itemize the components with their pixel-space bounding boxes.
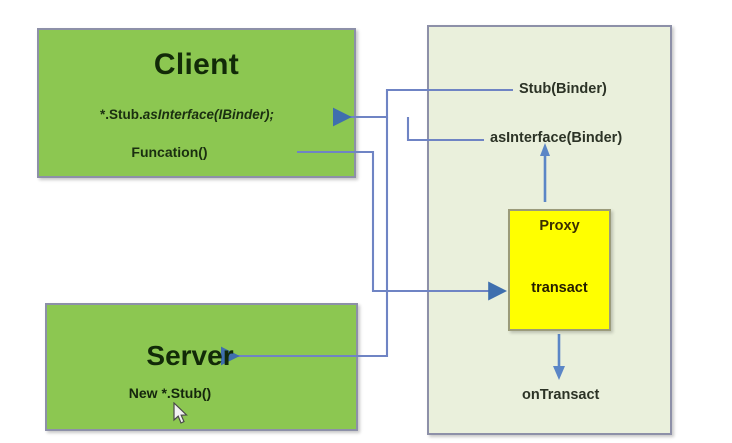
client-funcation-text: Funcation() xyxy=(131,144,208,160)
wire-binder-to-server xyxy=(220,117,389,366)
mouse-pointer-icon xyxy=(173,402,188,424)
client-asinterface-text: asInterface(IBinder); xyxy=(142,107,275,122)
client-bullet: * xyxy=(99,107,106,122)
server-box[interactable] xyxy=(45,303,358,431)
wire-funcation-to-transact xyxy=(297,150,508,301)
proxy-transact-label: transact xyxy=(531,280,588,296)
proxy-box[interactable] xyxy=(508,209,611,331)
label-stub-binder: Stub(Binder) xyxy=(519,81,607,97)
label-ontransact: onTransact xyxy=(522,387,600,403)
wire-stub-to-client xyxy=(332,88,513,127)
label-asinterface-binder: asInterface(Binder) xyxy=(490,130,623,146)
proxy-title: Proxy xyxy=(539,218,580,234)
server-title: Server xyxy=(146,340,234,371)
client-as-interface-text: *.Stub.asInterface(IBinder); xyxy=(37,107,337,122)
server-new-stub-text: New *.Stub() xyxy=(128,385,212,401)
wire-asinterface-join xyxy=(406,117,484,142)
client-title: Client xyxy=(153,48,240,81)
arrowhead-up-asinterface xyxy=(540,143,550,156)
arrowhead-down-ontransact xyxy=(553,366,565,380)
client-stub-text: .Stub. xyxy=(105,107,143,122)
